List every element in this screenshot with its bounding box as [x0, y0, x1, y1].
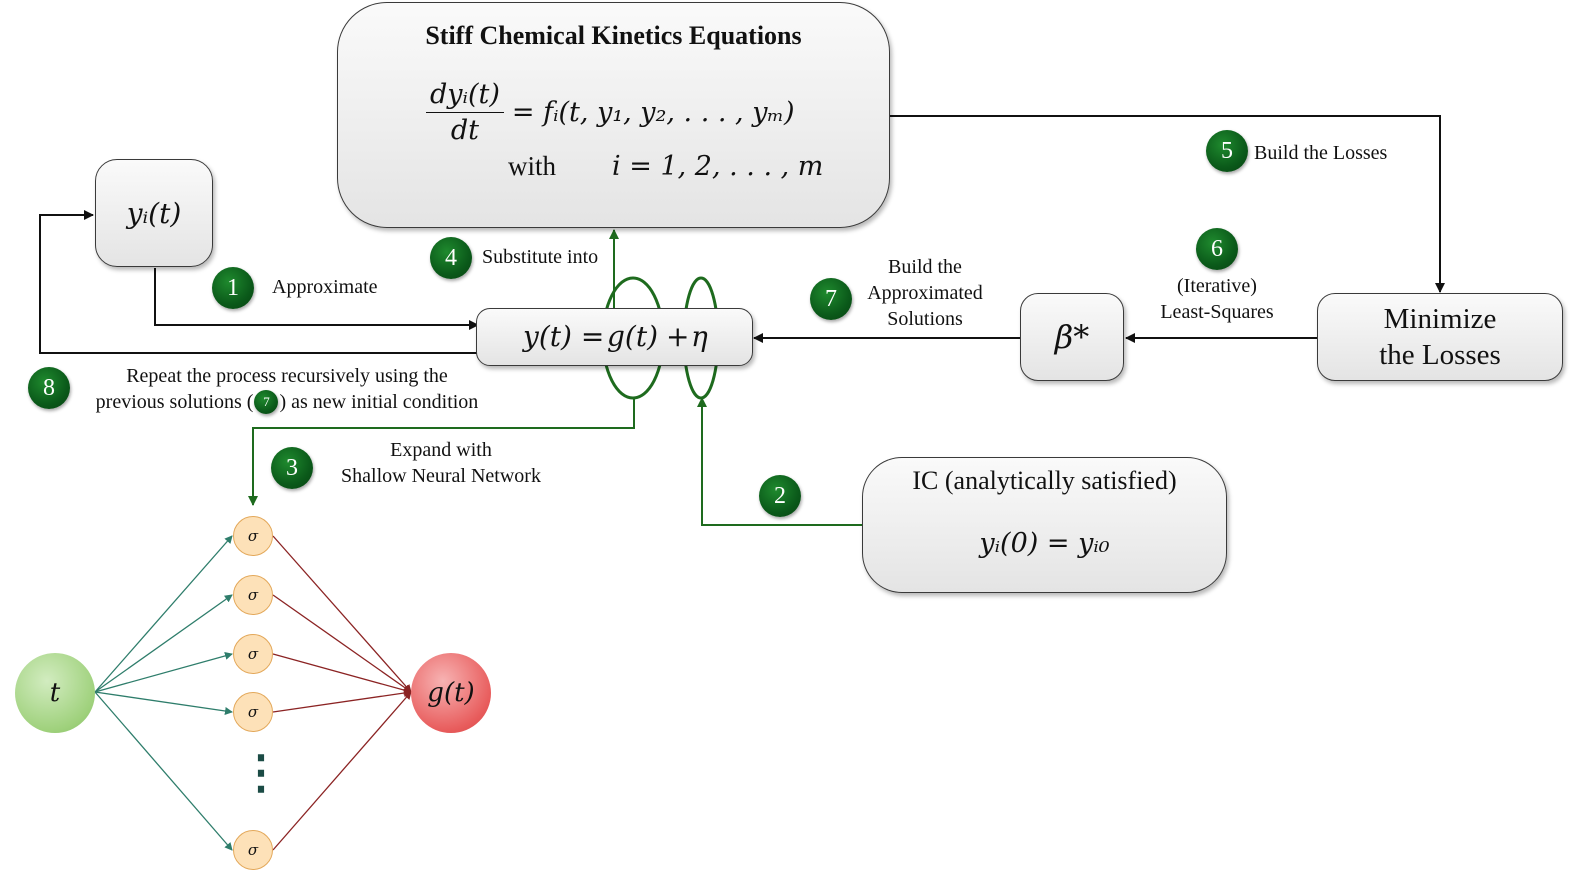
- step-label-build-solutions-line2: Approximated: [867, 282, 983, 304]
- step-label-build-solutions: Build the Approximated Solutions: [858, 254, 992, 332]
- beta-box: β*: [1020, 293, 1124, 381]
- step-badge-4: 4: [430, 237, 472, 279]
- ode-box: Stiff Chemical Kinetics Equations dyᵢ(t)…: [337, 2, 890, 228]
- ode-fraction: dyᵢ(t) dt: [426, 79, 504, 146]
- ic-box: IC (analytically satisfied) yᵢ(0) = yᵢ₀: [862, 457, 1227, 593]
- step-label-repeat: Repeat the process recursively using the…: [76, 363, 498, 415]
- step-badge-7: 7: [810, 278, 852, 320]
- yi-text: yᵢ(t): [126, 196, 182, 230]
- nn-output-node: g(t): [411, 653, 491, 733]
- arrow-repeat: [39, 210, 478, 354]
- step-label-expand-line1: Expand with: [390, 439, 492, 461]
- step-label-build-solutions-line3: Solutions: [887, 308, 963, 330]
- step-label-least-squares-line1: (Iterative): [1177, 275, 1257, 297]
- nn-hidden-sigma: σ: [247, 527, 259, 545]
- step-label-repeat-line2a: previous solutions (: [95, 391, 254, 413]
- ic-title: IC (analytically satisfied): [912, 466, 1177, 495]
- step-label-repeat-line1: Repeat the process recursively using the: [126, 365, 448, 387]
- beta-text: β*: [1054, 318, 1090, 356]
- ode-index-range: i = 1, 2, . . . , m: [612, 151, 824, 182]
- ic-equation: yᵢ(0) = yᵢ₀: [979, 528, 1110, 559]
- nn-hidden-node: σ: [233, 516, 273, 556]
- step-label-repeat-line2b: ) as new initial condition: [279, 391, 479, 413]
- step-badge-5: 5: [1206, 130, 1248, 172]
- ode-frac-den: dt: [450, 115, 480, 146]
- nn-hidden-sigma: σ: [247, 841, 259, 859]
- step-label-substitute: Substitute into: [482, 246, 599, 268]
- step-label-approximate: Approximate: [272, 276, 378, 298]
- step-label-repeat-line2: previous solutions ( 7 ) as new initial …: [76, 389, 498, 415]
- step-label-least-squares-line2: Least-Squares: [1160, 301, 1274, 323]
- step-label-expand: Expand with Shallow Neural Network: [330, 437, 552, 489]
- minimize-box: Minimize the Losses: [1317, 293, 1563, 381]
- nn-ellipsis: ⋮: [238, 747, 284, 798]
- nn-hidden-node: σ: [233, 634, 273, 674]
- nn-hidden-sigma: σ: [247, 645, 259, 663]
- step-badge-inline-7: 7: [254, 390, 279, 414]
- nn-output-label: g(t): [427, 678, 475, 708]
- step-label-expand-line2: Shallow Neural Network: [341, 465, 541, 487]
- nn-input-edges: [94, 535, 233, 851]
- ode-with-word: with: [508, 151, 557, 181]
- step-label-least-squares: (Iterative) Least-Squares: [1147, 273, 1287, 325]
- yi-box: yᵢ(t): [95, 159, 213, 267]
- nn-hidden-node: σ: [233, 575, 273, 615]
- step-badge-1: 1: [212, 267, 254, 309]
- ode-equation: dyᵢ(t) dt = fᵢ(t, y₁, y₂, . . . , yₘ): [426, 79, 795, 146]
- nn-hidden-sigma: σ: [247, 703, 259, 721]
- step-label-build-solutions-line1: Build the: [888, 256, 962, 278]
- ode-frac-num: dyᵢ(t): [426, 79, 504, 113]
- arrow-build-losses: [890, 115, 1445, 293]
- step-badge-3: 3: [271, 447, 313, 489]
- nn-hidden-sigma: σ: [247, 586, 259, 604]
- arrow-ic: [697, 397, 862, 526]
- ansatz-eta: η: [691, 320, 708, 353]
- step-badge-8: 8: [28, 367, 70, 409]
- ode-title: Stiff Chemical Kinetics Equations: [425, 21, 802, 50]
- step-badge-6: 6: [1196, 228, 1238, 270]
- nn-output-edges: [272, 535, 412, 851]
- ansatz-g: g(t): [607, 320, 659, 353]
- minimize-line1: Minimize: [1383, 303, 1497, 335]
- ode-with-line: with i = 1, 2, . . . , m: [508, 151, 823, 182]
- arrow-expand: [248, 398, 635, 506]
- nn-input-node: t: [15, 653, 95, 733]
- step-label-build-losses: Build the Losses: [1254, 142, 1388, 164]
- ode-rhs: = fᵢ(t, y₁, y₂, . . . , yₘ): [511, 97, 795, 128]
- ansatz-box: y(t) = g(t) + η: [476, 308, 753, 366]
- nn-input-label: t: [49, 678, 61, 708]
- nn-hidden-node: σ: [233, 830, 273, 870]
- ansatz-lhs: y(t) =: [523, 320, 605, 353]
- step-badge-2: 2: [759, 475, 801, 517]
- minimize-line2: the Losses: [1379, 339, 1501, 371]
- nn-hidden-node: σ: [233, 692, 273, 732]
- arrow-approximate: [154, 268, 479, 330]
- ansatz-plus: +: [666, 320, 690, 353]
